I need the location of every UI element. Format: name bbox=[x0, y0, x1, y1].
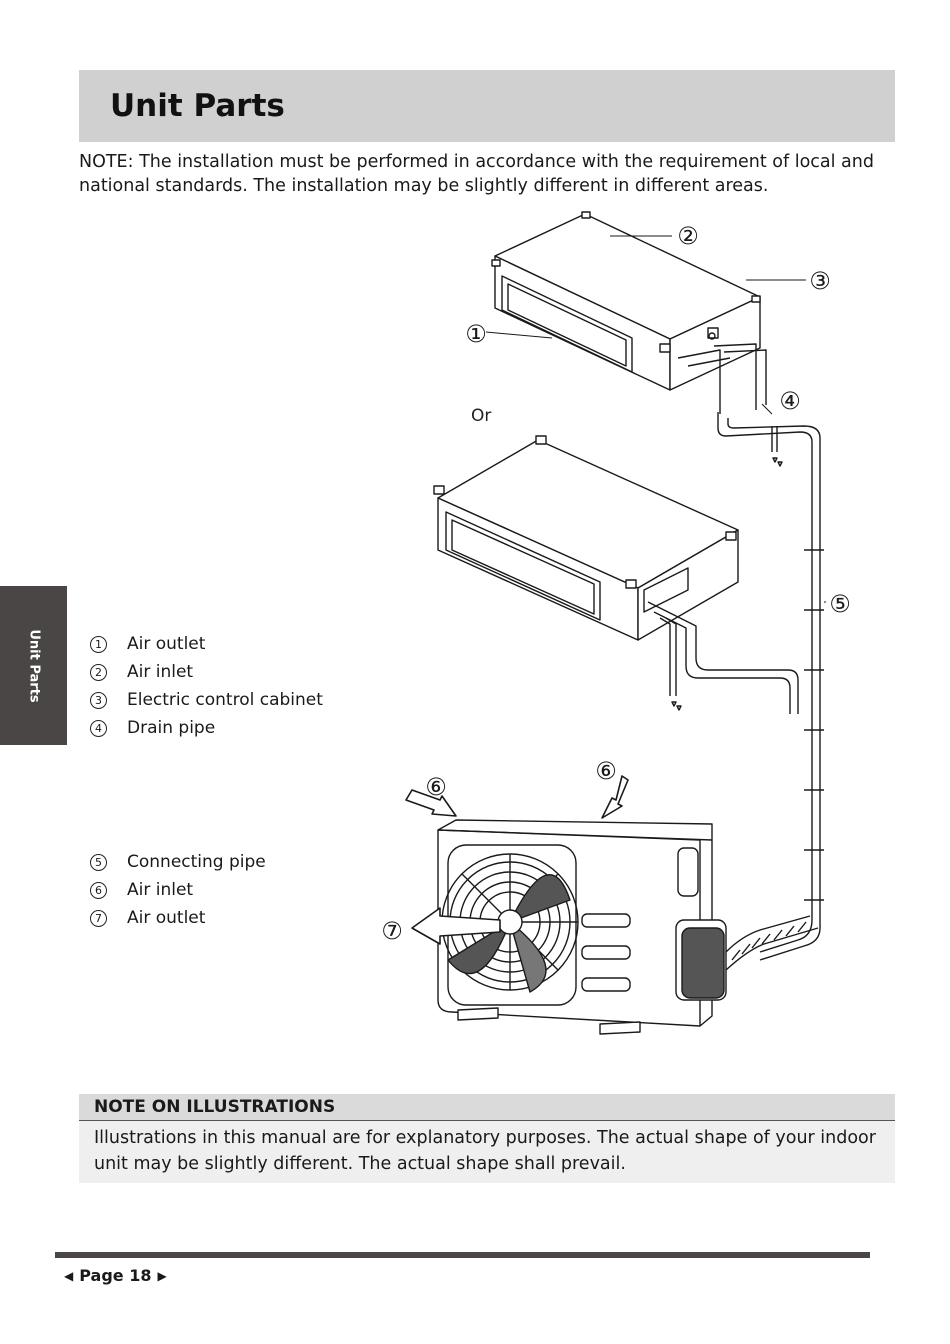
callouts: ② ③ ① ④ ⑤ ⑥ ⑥ ⑦ bbox=[381, 222, 851, 945]
legend-item: 1 Air outlet bbox=[90, 630, 323, 658]
callout-3: ③ bbox=[809, 267, 831, 295]
note-box-text: Illustrations in this manual are for exp… bbox=[94, 1128, 876, 1174]
connecting-pipe bbox=[804, 549, 824, 901]
next-page-icon[interactable]: ▶ bbox=[157, 1268, 167, 1283]
callout-6: ⑥ bbox=[595, 757, 617, 785]
legend-number: 2 bbox=[90, 663, 107, 681]
legend-item: 4 Drain pipe bbox=[90, 714, 323, 742]
note-label: NOTE: bbox=[79, 152, 134, 172]
legend-item: 3 Electric control cabinet bbox=[90, 686, 323, 714]
airflow-arrows bbox=[405, 775, 629, 945]
callout-7: ⑦ bbox=[381, 917, 403, 945]
legend-number: 7 bbox=[90, 909, 107, 927]
note-box-heading: NOTE ON ILLUSTRATIONS bbox=[79, 1094, 895, 1121]
callout-6: ⑥ bbox=[425, 773, 447, 801]
note-on-illustrations: NOTE ON ILLUSTRATIONS Illustrations in t… bbox=[79, 1094, 895, 1183]
note-text: The installation must be performed in ac… bbox=[79, 152, 874, 196]
legend-label: Air inlet bbox=[127, 880, 194, 900]
legend-label: Drain pipe bbox=[127, 718, 216, 738]
indoor-unit-upper bbox=[491, 211, 821, 961]
legend-number: 1 bbox=[90, 635, 107, 653]
callout-2: ② bbox=[677, 222, 699, 250]
side-tab-label: Unit Parts bbox=[26, 628, 41, 703]
legend-item: 6 Air inlet bbox=[90, 876, 266, 904]
legend-number: 5 bbox=[90, 853, 107, 871]
page-number: Page 18 bbox=[79, 1266, 152, 1285]
air-inlet-arrow bbox=[601, 775, 629, 819]
air-outlet-arrow bbox=[411, 907, 501, 945]
page-title: Unit Parts bbox=[110, 88, 285, 124]
legend-item: 5 Connecting pipe bbox=[90, 848, 266, 876]
legend-label: Air outlet bbox=[127, 908, 206, 928]
legend-indoor: 1 Air outlet 2 Air inlet 3 Electric control… bbox=[90, 630, 323, 742]
legend-number: 3 bbox=[90, 691, 107, 709]
legend-label: Air outlet bbox=[127, 634, 206, 654]
callout-4: ④ bbox=[779, 387, 801, 415]
callout-5: ⑤ bbox=[829, 590, 851, 618]
section-title-bar: Unit Parts bbox=[79, 70, 895, 142]
previous-page-icon[interactable]: ◀ bbox=[64, 1268, 74, 1283]
legend-number: 4 bbox=[90, 719, 107, 737]
legend-item: 2 Air inlet bbox=[90, 658, 323, 686]
page-footer: ◀ Page 18 ▶ bbox=[58, 1266, 173, 1285]
footer-rule bbox=[55, 1252, 870, 1258]
leader-lines bbox=[485, 235, 826, 603]
indoor-unit-lower bbox=[433, 435, 799, 714]
air-inlet-arrow bbox=[405, 789, 457, 817]
legend-number: 6 bbox=[90, 881, 107, 899]
legend-label: Air inlet bbox=[127, 662, 194, 682]
unit-parts-diagram: Or bbox=[381, 211, 851, 1035]
legend-label: Connecting pipe bbox=[127, 852, 266, 872]
callout-1: ① bbox=[465, 320, 487, 348]
legend-item: 7 Air outlet bbox=[90, 904, 266, 932]
legend-label: Electric control cabinet bbox=[127, 690, 323, 710]
side-tab: Unit Parts bbox=[0, 586, 67, 745]
legend-outdoor: 5 Connecting pipe 6 Air inlet 7 Air outlet bbox=[90, 848, 266, 932]
installation-note: NOTE: The installation must be performed… bbox=[79, 150, 879, 198]
or-label: Or bbox=[471, 406, 491, 426]
outdoor-unit bbox=[437, 819, 819, 1035]
